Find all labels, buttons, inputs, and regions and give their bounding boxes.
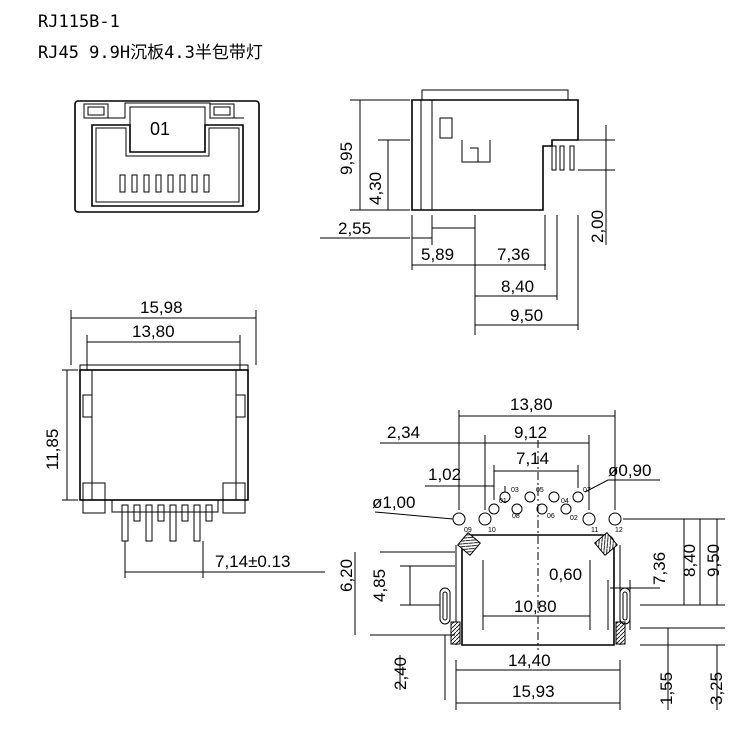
rear-pins bbox=[121, 504, 213, 542]
dim-fp-3-25: 3,25 bbox=[707, 672, 726, 705]
rear-view bbox=[79, 364, 249, 542]
pin-label: 09 bbox=[464, 527, 472, 534]
pin-label: 10 bbox=[488, 527, 496, 534]
dim-fp-8-40: 8,40 bbox=[680, 544, 699, 577]
dim-fp-13-80: 13,80 bbox=[510, 395, 553, 414]
rear-view-dimensions: 15,98 13,80 11,85 7,14±0.13 bbox=[43, 298, 325, 578]
dim-fp-2-40: 2,40 bbox=[391, 657, 410, 690]
dim-fp-14-40: 14,40 bbox=[508, 651, 551, 670]
dim-side-8-40: 8,40 bbox=[501, 277, 534, 296]
dim-fp-dia-1-00: ø1,00 bbox=[372, 493, 415, 512]
front-view: 01 bbox=[74, 100, 260, 213]
front-view-label: 01 bbox=[150, 119, 170, 139]
pin-label: 12 bbox=[615, 527, 623, 534]
dim-rear-11-85: 11,85 bbox=[43, 429, 62, 470]
dim-rear-7-14: 7,14±0.13 bbox=[215, 552, 291, 571]
dim-side-4-30: 4,30 bbox=[366, 172, 385, 205]
pin-label: 06 bbox=[547, 513, 555, 520]
dim-fp-7-36: 7,36 bbox=[650, 552, 669, 585]
part-number: RJ115B-1 bbox=[38, 12, 120, 32]
pin-label: 02 bbox=[570, 515, 578, 522]
dim-side-2-00: 2,00 bbox=[588, 210, 607, 243]
dim-side-2-55: 2,55 bbox=[338, 219, 371, 238]
dim-fp-0-60: 0,60 bbox=[549, 565, 582, 584]
dim-fp-10-80: 10,80 bbox=[514, 597, 557, 616]
footprint-outline bbox=[439, 532, 631, 646]
footprint-pads bbox=[452, 491, 622, 526]
pin-label: 11 bbox=[591, 527, 598, 534]
front-pin-slots bbox=[119, 174, 210, 193]
part-description: RJ45 9.9H沉板4.3半包带灯 bbox=[38, 43, 263, 63]
dim-side-9-50: 9,50 bbox=[510, 306, 543, 325]
dim-side-9-95: 9,95 bbox=[337, 142, 356, 175]
footprint-pin-labels: 09 10 01 03 05 07 08 06 04 02 11 12 bbox=[464, 487, 623, 534]
dim-fp-6-20: 6,20 bbox=[337, 559, 356, 592]
footprint-dimensions: 13,80 2,34 9,12 1,02 7,14 ø0,90 ø1,00 6,… bbox=[337, 395, 726, 710]
dim-side-5-89: 5,89 bbox=[421, 245, 454, 264]
dim-rear-13-80: 13,80 bbox=[132, 322, 175, 341]
dim-fp-dia-0-90: ø0,90 bbox=[608, 461, 651, 480]
pin-label: 01 bbox=[499, 498, 507, 505]
side-view bbox=[411, 89, 579, 211]
dim-fp-7-14: 7,14 bbox=[516, 449, 549, 468]
dim-fp-4-85: 4,85 bbox=[370, 569, 389, 602]
dim-fp-1-02: 1,02 bbox=[428, 465, 461, 484]
side-view-dimensions: 9,95 4,30 2,00 2,55 5,89 7,36 8,40 9,50 bbox=[320, 99, 615, 335]
pin-label: 04 bbox=[561, 498, 569, 505]
dim-fp-9-50: 9,50 bbox=[704, 544, 723, 577]
dim-fp-2-34: 2,34 bbox=[387, 423, 420, 442]
dim-rear-15-98: 15,98 bbox=[140, 298, 183, 317]
pin-label: 08 bbox=[512, 513, 520, 520]
dim-fp-9-12: 9,12 bbox=[514, 423, 547, 442]
pin-label: 03 bbox=[511, 487, 519, 494]
dim-fp-1-55: 1,55 bbox=[657, 672, 676, 705]
dim-fp-15-93: 15,93 bbox=[512, 682, 555, 701]
pin-label: 05 bbox=[536, 487, 544, 494]
dim-side-7-36: 7,36 bbox=[497, 245, 530, 264]
